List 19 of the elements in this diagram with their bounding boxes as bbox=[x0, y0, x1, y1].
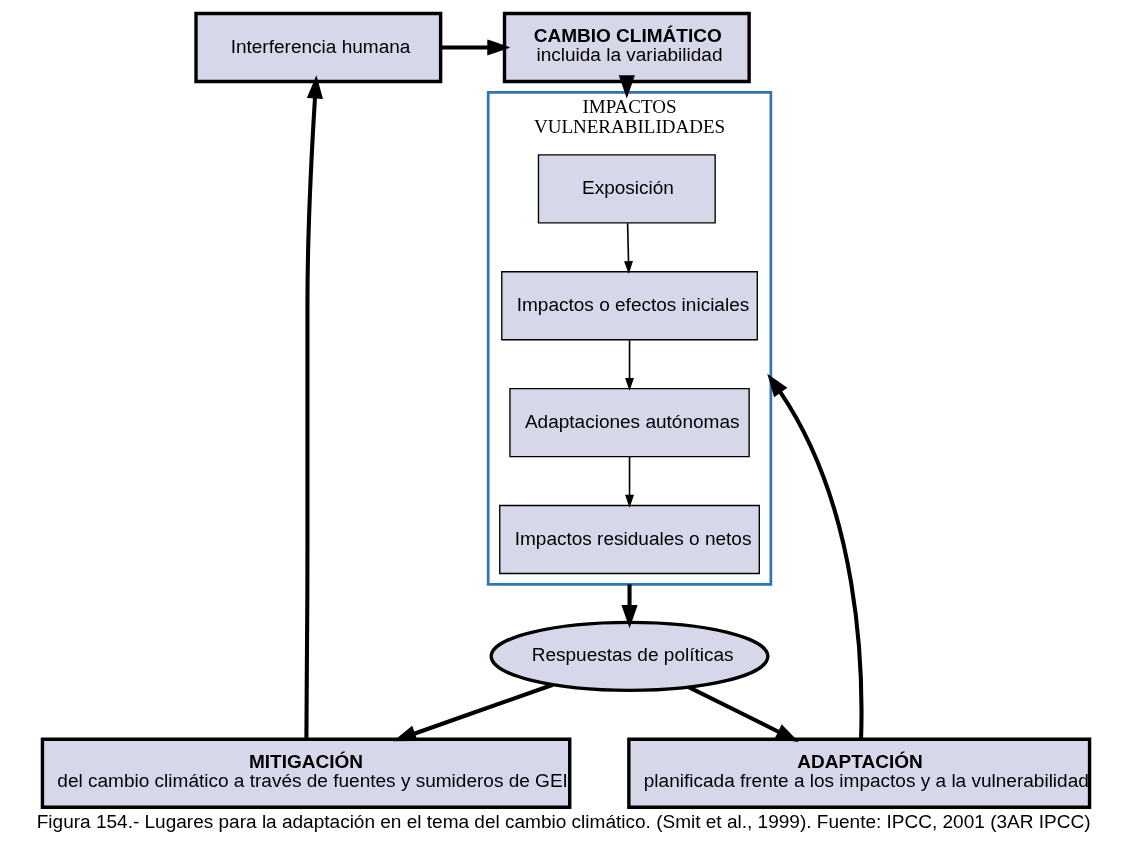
caption: Figura 154.- Lugares para la adaptación en el tema del cambio climático. (Smit et al., 1999). Fuente: IPCC, 2001 (3AR IPCC) bbox=[36, 810, 1091, 832]
arrow bbox=[393, 682, 554, 742]
arrow bbox=[440, 39, 511, 56]
arrow bbox=[624, 222, 633, 274]
arrow bbox=[687, 685, 799, 742]
node-box: Interferencia humana bbox=[194, 11, 443, 84]
arrow bbox=[625, 456, 634, 508]
arrow bbox=[618, 75, 635, 99]
node-box: ADAPTACIÓN planificada frente a los impactos y a la vulnerabilidad bbox=[627, 737, 1092, 809]
node-box: Impactos o efectos iniciales bbox=[501, 271, 758, 341]
node-box: MITIGACIÓN del cambio climático a través de fuentes y sumideros de GEI bbox=[40, 737, 572, 809]
node-ellipse: Respuestas de políticas bbox=[489, 620, 770, 693]
arrow bbox=[621, 584, 638, 629]
arrow bbox=[304, 75, 324, 739]
node-box: Impactos residuales o netos bbox=[499, 504, 760, 575]
node-box: Adaptaciones autónomas bbox=[509, 387, 750, 458]
arrow bbox=[625, 339, 634, 391]
node-box: Exposición bbox=[537, 154, 716, 224]
arrow bbox=[767, 373, 864, 739]
